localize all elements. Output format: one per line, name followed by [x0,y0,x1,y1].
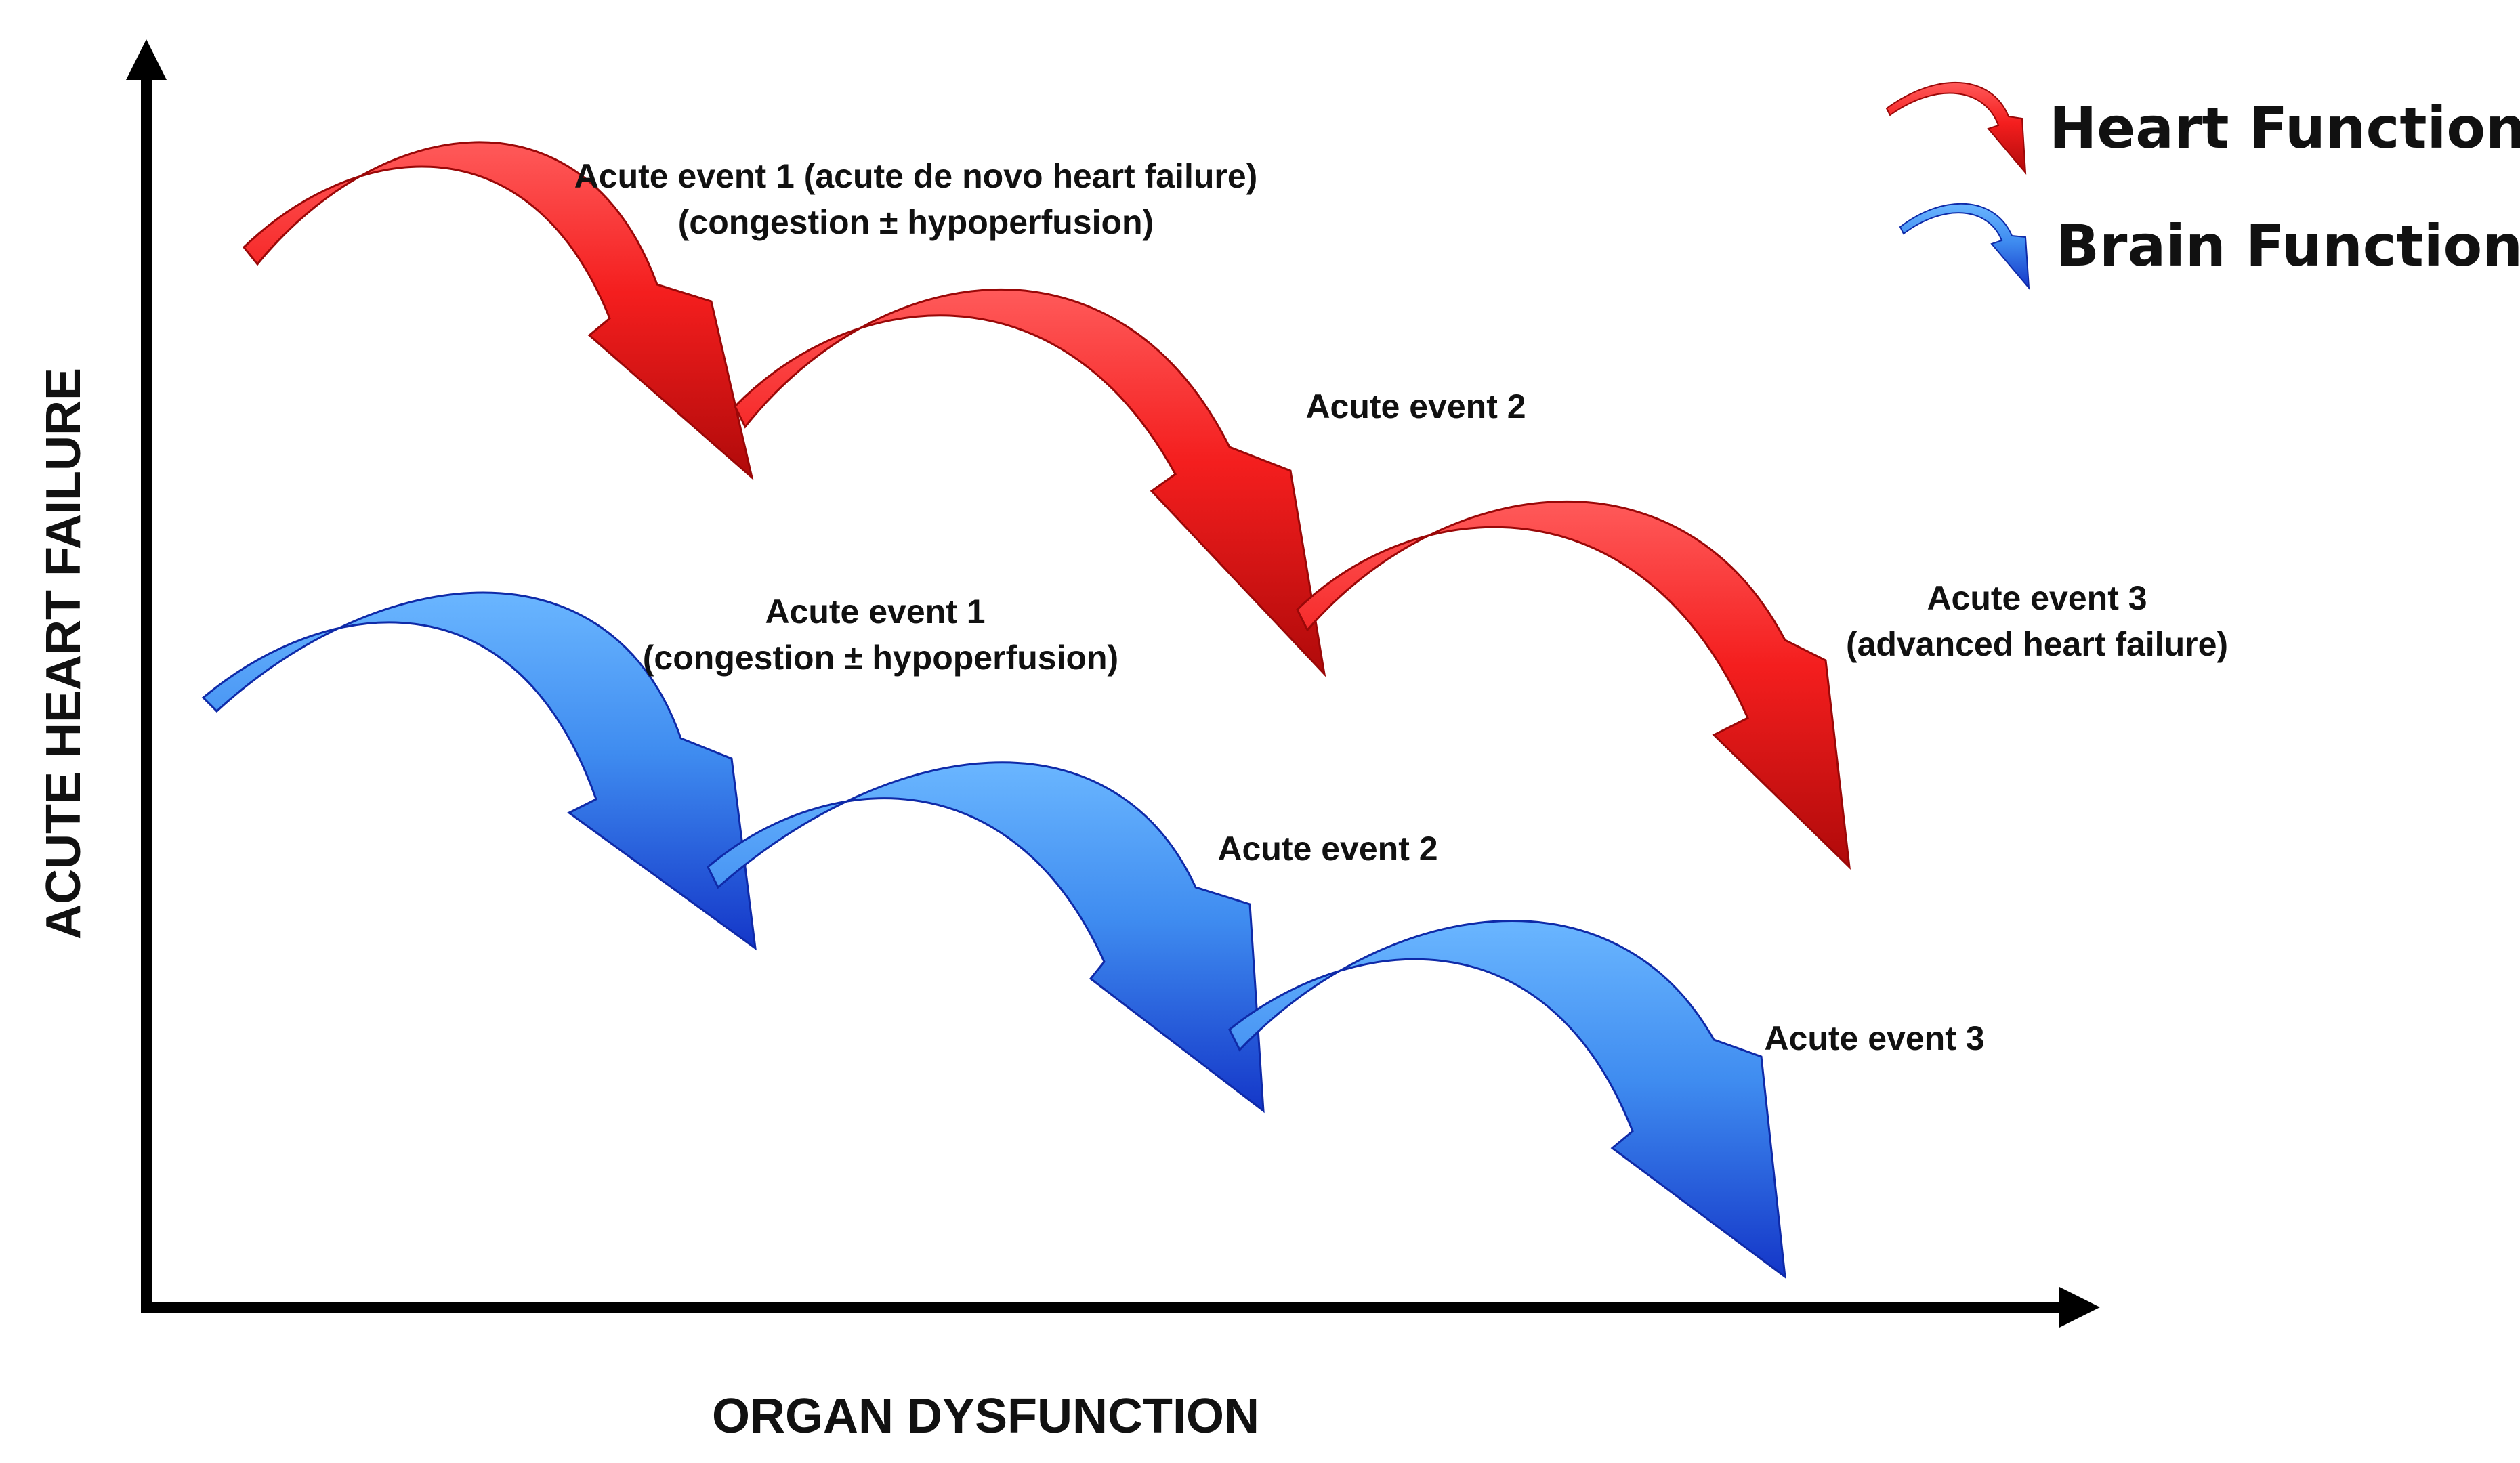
brain-arrow-3 [1228,920,1786,1279]
brain-event-3-line1: Acute event 3 [1764,1019,1984,1057]
brain-event-2-line1: Acute event 2 [1217,830,1437,868]
heart-event-labels: Acute event 1 (acute de novo heart failu… [574,157,2228,663]
heart-event-2-line1: Acute event 2 [1305,387,1526,425]
brain-arrows [201,591,1786,1279]
x-axis-arrowhead [2059,1287,2100,1328]
brain-arrow-2 [707,761,1265,1114]
brain-event-labels: Acute event 1 (congestion ± hypoperfusio… [643,593,1985,1057]
heart-arrow-1 [242,141,754,481]
heart-event-1-line2: (congestion ± hypoperfusion) [678,203,1154,241]
x-axis-title: ORGAN DYSFUNCTION [712,1389,1259,1443]
axes [126,39,2100,1328]
y-axis-arrowhead [126,39,167,80]
brain-event-1-line2: (congestion ± hypoperfusion) [643,639,1118,677]
heart-arrow-3 [1296,501,1851,870]
y-axis-title: ACUTE HEART FAILURE [37,368,91,939]
heart-arrow-2 [734,288,1326,677]
heart-arrows [242,141,1851,870]
heart-event-1-line1: Acute event 1 (acute de novo heart failu… [574,157,1258,195]
heart-legend-icon [1885,82,2027,175]
brain-arrow-1 [201,591,757,951]
heart-legend-label: Heart Function [2049,95,2520,161]
legend: Heart Function Brain Function [1885,82,2520,290]
heart-event-3-line2: (advanced heart failure) [1846,625,2228,663]
brain-legend-icon [1899,203,2030,290]
heart-event-3-line1: Acute event 3 [1927,579,2147,617]
brain-event-1-line1: Acute event 1 [765,593,985,631]
brain-legend-label: Brain Function [2056,213,2520,279]
